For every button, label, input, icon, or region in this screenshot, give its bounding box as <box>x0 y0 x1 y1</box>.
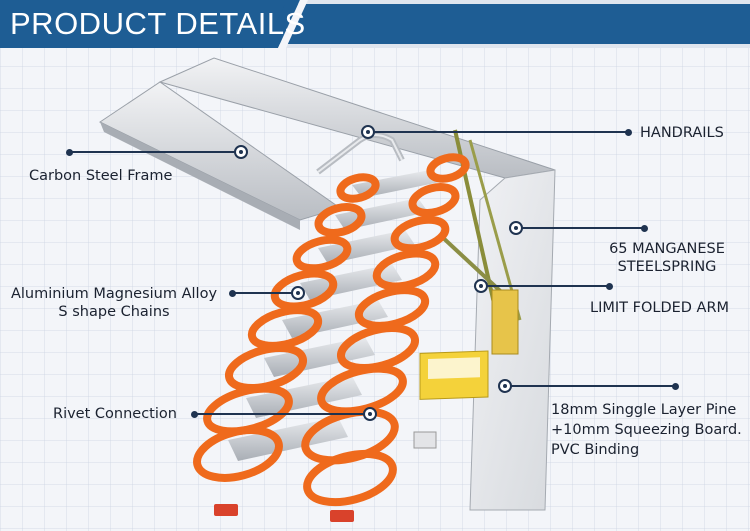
spring-marker <box>509 221 523 235</box>
frame-leader <box>70 151 241 153</box>
alloy-chains-line-2: S shape Chains <box>58 304 170 320</box>
handrails-leader <box>368 131 628 133</box>
right-chain <box>301 153 470 507</box>
arm-marker <box>474 279 488 293</box>
chains-dot <box>229 290 236 297</box>
board-marker <box>498 379 512 393</box>
chains-marker <box>291 286 305 300</box>
spring-dot <box>641 225 648 232</box>
left-chain <box>193 173 380 482</box>
arm-leader <box>481 285 609 287</box>
manganese-spring-line-2: STEELSPRING <box>617 259 717 275</box>
board-line-3: PVC Binding <box>551 442 640 458</box>
handrails-dot <box>625 129 632 136</box>
page-title: PRODUCT DETAILS <box>10 6 306 41</box>
manganese-spring-label: 65 MANGANESE STEELSPRING <box>600 240 734 276</box>
board-line-2: +10mm Squeezing Board. <box>551 422 742 438</box>
manganese-spring-line-1: 65 MANGANESE <box>609 241 725 257</box>
rivet-connection-label: Rivet Connection <box>53 406 177 422</box>
board-line-1: 18mm Singgle Layer Pine <box>551 402 737 418</box>
left-foot <box>214 504 238 516</box>
right-foot <box>330 510 354 522</box>
header-banner <box>0 0 750 48</box>
rivet-leader <box>194 413 370 415</box>
rivet-marker <box>363 407 377 421</box>
alloy-chains-line-1: Aluminium Magnesium Alloy <box>10 286 218 302</box>
frame-marker <box>234 145 248 159</box>
carbon-steel-frame-label: Carbon Steel Frame <box>29 168 173 184</box>
board-leader <box>505 385 675 387</box>
frame-dot <box>66 149 73 156</box>
alloy-chains-label: Aluminium Magnesium Alloy S shape Chains <box>3 285 225 321</box>
handrails-marker <box>361 125 375 139</box>
board-label: 18mm Singgle Layer Pine +10mm Squeezing … <box>551 400 742 460</box>
board-dot <box>672 383 679 390</box>
limit-folded-arm-label: LIMIT FOLDED ARM <box>590 300 730 316</box>
handrails-label: HANDRAILS <box>640 125 724 141</box>
chains-leader <box>232 292 298 294</box>
spring-leader <box>516 227 644 229</box>
rivet-dot <box>191 411 198 418</box>
arm-dot <box>606 283 613 290</box>
